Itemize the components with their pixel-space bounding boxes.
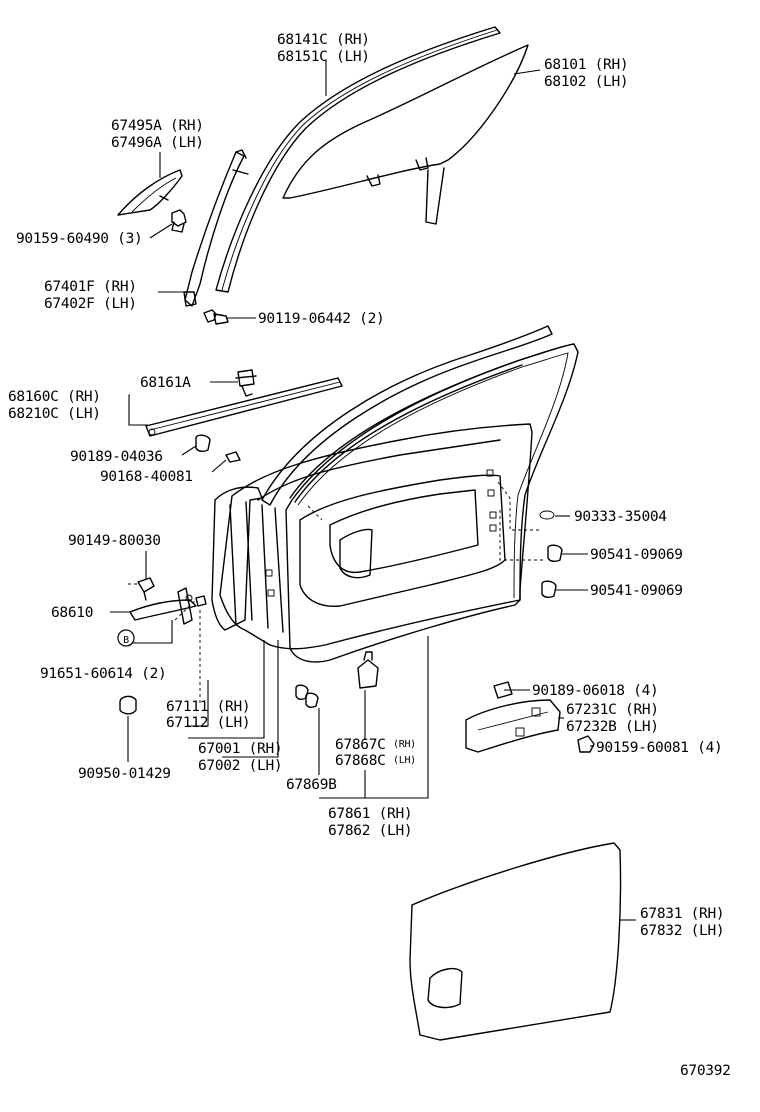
- diagram-id: 670392: [680, 1063, 731, 1079]
- label-68102-lh: 68102 (LH): [544, 74, 628, 90]
- label-67831-rh: 67831 (RH): [640, 906, 724, 922]
- label-67001-rh: 67001 (RH): [198, 741, 282, 757]
- label-68101-rh: 68101 (RH): [544, 57, 628, 73]
- label-90159-60081: 90159-60081 (4): [596, 740, 722, 756]
- label-90333-35004: 90333-35004: [574, 509, 667, 525]
- label-90189-04036: 90189-04036: [70, 449, 163, 465]
- label-67867c: 67867C: [335, 737, 386, 753]
- label-67868c: 67868C: [335, 753, 386, 769]
- label-68151c-lh: 68151C (LH): [277, 49, 370, 65]
- check-assy-drawing: [129, 577, 207, 625]
- label-67496a-lh: 67496A (LH): [111, 135, 204, 151]
- frame-sash-drawing: [183, 149, 249, 307]
- sash-bolt-drawing: [203, 309, 229, 325]
- hinge-drawing: [465, 681, 595, 753]
- cushion-drawing: [541, 544, 563, 599]
- quarter-cover-drawing: [117, 169, 183, 216]
- label-90189-06018: 90189-06018 (4): [532, 683, 658, 699]
- label-67495a-rh: 67495A (RH): [111, 118, 204, 134]
- label-67868c-lh: (LH): [393, 755, 416, 766]
- label-90149-80030: 90149-80030: [68, 533, 161, 549]
- door-trim-drawing: [409, 842, 622, 1041]
- cover-screw-drawing: [171, 209, 187, 233]
- label-90541-09069-a: 90541-09069: [590, 547, 683, 563]
- label-67867c-rh: (RH): [393, 739, 416, 750]
- hole-plug-drawing: [119, 695, 137, 715]
- label-90159-60490: 90159-60490 (3): [16, 231, 142, 247]
- label-67832-lh: 67832 (LH): [640, 923, 724, 939]
- label-68141c-rh: 68141C (RH): [277, 32, 370, 48]
- label-67401f-rh: 67401F (RH): [44, 279, 137, 295]
- label-67232b-lh: 67232B (LH): [566, 719, 659, 735]
- door-glass-drawing: [282, 44, 529, 225]
- label-67861-rh: 67861 (RH): [328, 806, 412, 822]
- circle-b-label: B: [123, 635, 129, 646]
- door-weatherstrip-drawing: [285, 343, 579, 663]
- label-90950-01429: 90950-01429: [78, 766, 171, 782]
- label-67111-rh: 67111 (RH): [166, 699, 250, 715]
- clip-small-drawing: [195, 434, 241, 463]
- clip-pair-drawing: [295, 651, 379, 709]
- label-68161a: 68161A: [140, 375, 191, 391]
- circle-b-badge: B: [117, 629, 135, 647]
- belt-weatherstrip-drawing: [145, 377, 343, 437]
- label-67862-lh: 67862 (LH): [328, 823, 412, 839]
- label-91651-60614: 91651-60614 (2): [40, 666, 166, 682]
- label-67002-lh: 67002 (LH): [198, 758, 282, 774]
- label-90168-40081: 90168-40081: [100, 469, 193, 485]
- label-67112-lh: 67112 (LH): [166, 715, 250, 731]
- label-67869b: 67869B: [286, 777, 337, 793]
- label-90541-09069-b: 90541-09069: [590, 583, 683, 599]
- label-67402f-lh: 67402F (LH): [44, 296, 137, 312]
- label-90119-06442: 90119-06442 (2): [258, 311, 384, 327]
- plug-drawing: [539, 510, 555, 520]
- weatherstrip-clip-drawing: [235, 369, 257, 397]
- label-68610: 68610: [51, 605, 93, 621]
- door-glass-run-drawing: [215, 26, 501, 293]
- label-67231c-rh: 67231C (RH): [566, 702, 659, 718]
- label-68160c-rh: 68160C (RH): [8, 389, 101, 405]
- label-68210c-lh: 68210C (LH): [8, 406, 101, 422]
- leader-lines: [110, 60, 636, 921]
